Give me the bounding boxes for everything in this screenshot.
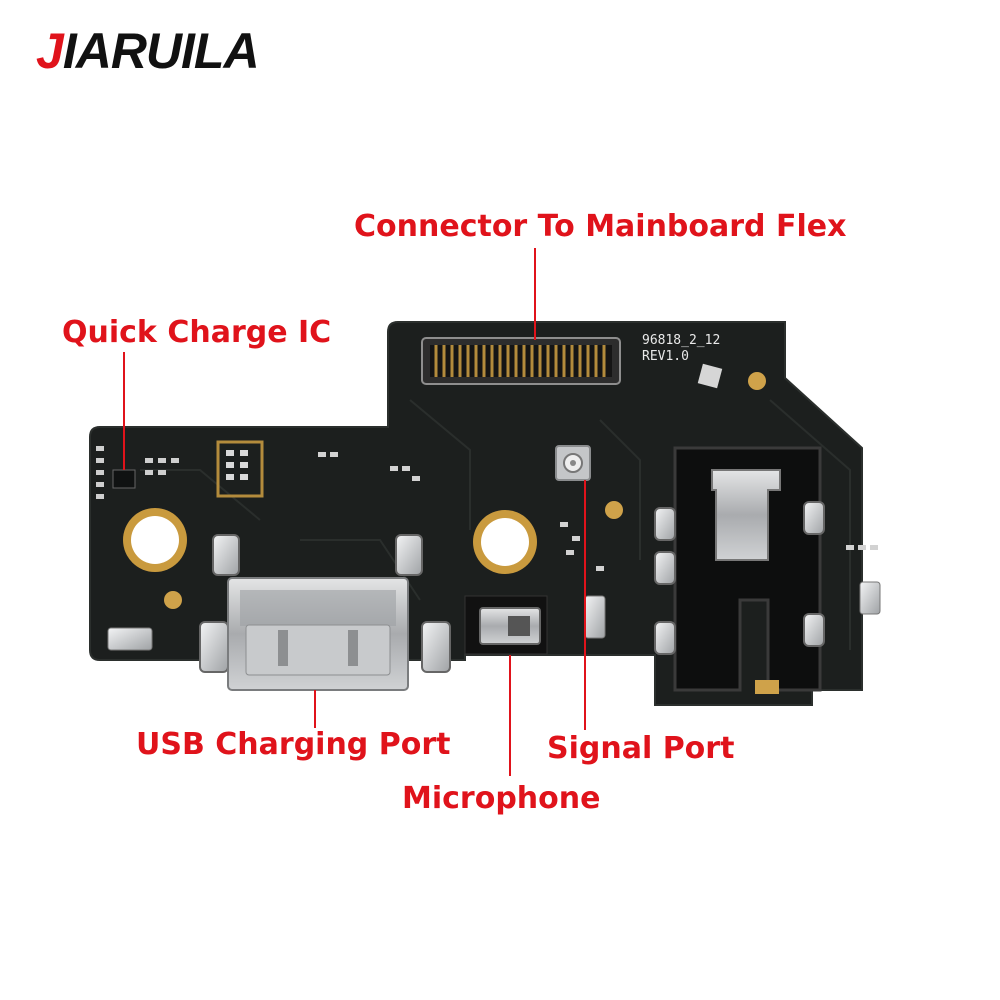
mounting-hole-left — [123, 508, 187, 572]
smd-components — [318, 452, 878, 571]
brand-logo-rest: IARUILA — [62, 23, 260, 79]
mounting-hole-right — [473, 510, 537, 574]
label-connector: Connector To Mainboard Flex — [354, 209, 847, 244]
signal-pad — [584, 595, 606, 639]
gold-pads — [164, 372, 766, 609]
label-microphone: Microphone — [402, 781, 601, 816]
board-connector — [421, 337, 621, 385]
ic-footprint — [216, 440, 264, 498]
brand-logo: JIARUILA — [36, 23, 260, 79]
label-signal-port: Signal Port — [547, 731, 735, 766]
usb-charging-port — [227, 577, 409, 691]
board-revision: REV1.0 — [642, 349, 689, 364]
label-usb-charging-port: USB Charging Port — [136, 727, 451, 762]
board-part-number: 96818_2_12 — [642, 333, 720, 348]
test-pad — [697, 363, 723, 389]
signal-port-connector — [555, 445, 591, 481]
microphone-component — [464, 595, 548, 655]
battery-pad — [107, 627, 153, 651]
brand-logo-first-letter: J — [36, 23, 64, 79]
label-quick-charge: Quick Charge IC — [62, 315, 332, 350]
audio-jack — [654, 446, 825, 694]
usb-solder-tabs — [199, 534, 451, 673]
edge-pad — [859, 581, 881, 615]
quick-charge-ic — [96, 446, 179, 499]
